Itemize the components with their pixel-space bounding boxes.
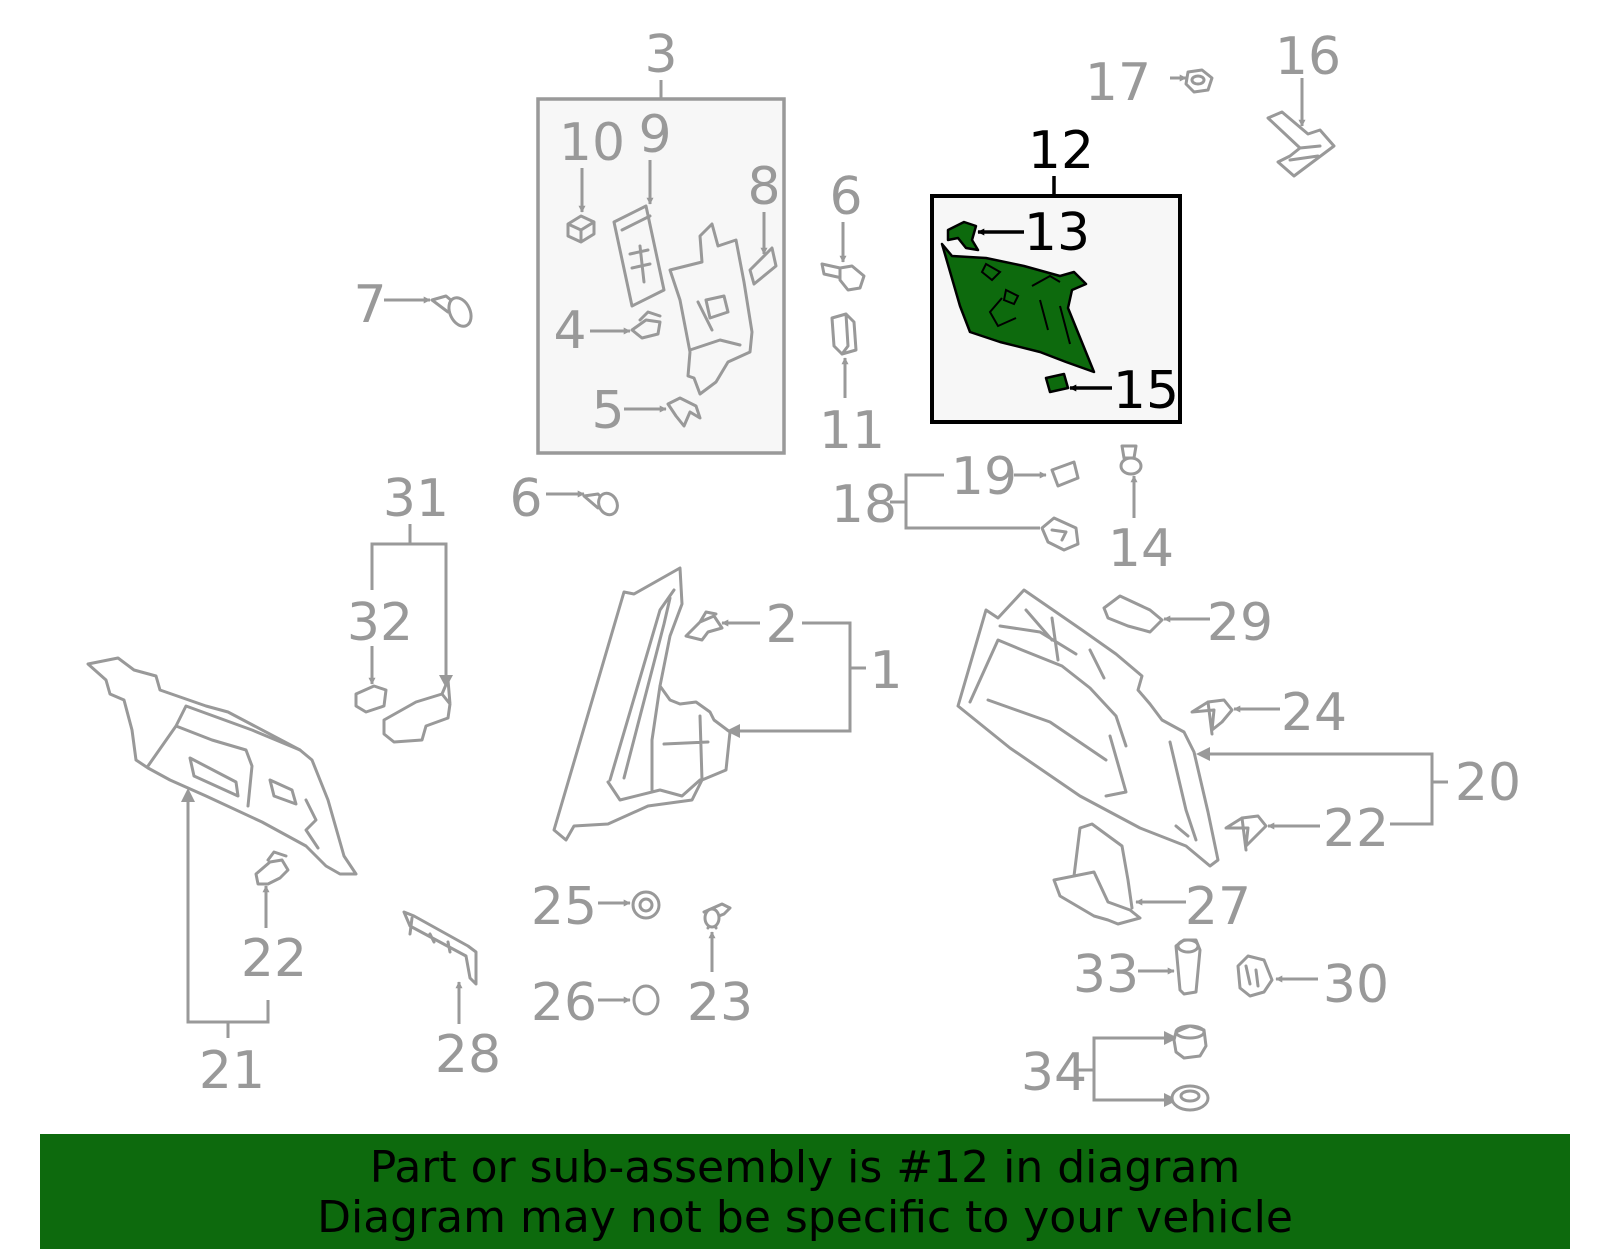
label-5: 5	[591, 381, 624, 441]
part-pillar-trim	[668, 222, 754, 396]
label-29: 29	[1207, 593, 1273, 653]
group-21: 21	[181, 788, 270, 1101]
label-33: 33	[1073, 945, 1139, 1005]
part-22-right-clip: 22	[1224, 799, 1389, 859]
part-21-left-trim	[86, 656, 358, 876]
part-10-clip: 10	[559, 113, 625, 244]
label-26: 26	[531, 973, 597, 1033]
banner-vehicle-disclaimer: Diagram may not be specific to your vehi…	[317, 1192, 1293, 1243]
part-22-left-clip: 22	[241, 850, 307, 989]
label-12: 12	[1028, 121, 1094, 181]
label-13: 13	[1024, 203, 1090, 263]
part-13-clip[interactable]: 13	[946, 203, 1090, 263]
label-27: 27	[1185, 877, 1251, 937]
label-25: 25	[531, 877, 597, 937]
part-34-ring	[1170, 1084, 1210, 1112]
part-1-pillar-trim	[552, 566, 732, 842]
group-31: 31	[370, 469, 453, 688]
label-34: 34	[1021, 1043, 1087, 1103]
part-8-clip: 8	[747, 157, 781, 286]
label-32: 32	[347, 593, 413, 653]
label-6-lower: 6	[509, 469, 542, 529]
label-19: 19	[951, 447, 1017, 507]
part-27-bracket: 27	[1052, 822, 1251, 937]
part-15-clip[interactable]: 15	[1044, 361, 1179, 421]
group-20: 20	[1196, 747, 1521, 826]
part-26-plug: 26	[531, 973, 660, 1033]
label-22-right: 22	[1323, 799, 1389, 859]
label-31: 31	[383, 469, 449, 529]
label-23: 23	[687, 973, 753, 1033]
part-16-bracket: 16	[1266, 27, 1341, 178]
part-19-clip	[1050, 460, 1080, 488]
label-1: 1	[869, 641, 902, 701]
label-9: 9	[638, 105, 671, 165]
label-30: 30	[1323, 955, 1389, 1015]
part-11-nut: 11	[819, 312, 885, 461]
label-24: 24	[1281, 683, 1347, 743]
part-25-grommet: 25	[531, 877, 661, 937]
part-12-quarter-trim[interactable]	[940, 242, 1096, 374]
part-9-panel: 9	[612, 105, 672, 308]
label-10: 10	[559, 113, 625, 173]
part-6-lower-screw: 6	[509, 469, 619, 529]
label-11: 11	[819, 401, 885, 461]
part-29-clip: 29	[1102, 593, 1273, 653]
part-17-nut: 17	[1085, 53, 1214, 113]
group-1: 1	[726, 621, 903, 738]
label-6-top: 6	[829, 167, 862, 227]
part-14-pin: 14	[1108, 444, 1174, 579]
part-7-bolt: 7	[353, 275, 473, 335]
part-23-pin: 23	[687, 902, 753, 1033]
label-18: 18	[831, 475, 897, 535]
part-6-screw: 6	[820, 167, 866, 292]
label-28: 28	[435, 1025, 501, 1085]
label-15: 15	[1113, 361, 1179, 421]
part-2-clip: 2	[684, 595, 799, 655]
part-5-clip: 5	[591, 381, 702, 441]
label-22-left: 22	[241, 929, 307, 989]
label-20: 20	[1455, 753, 1521, 813]
part-33-clip: 33	[1073, 938, 1202, 1005]
label-4: 4	[553, 301, 586, 361]
label-14: 14	[1108, 519, 1174, 579]
label-2: 2	[765, 595, 798, 655]
label-7: 7	[353, 275, 386, 335]
part-30-connector: 30	[1236, 954, 1389, 1015]
part-4-clip: 4	[553, 301, 662, 361]
part-32-clip: 32	[347, 593, 413, 714]
part-34-cap	[1172, 1024, 1208, 1060]
part-20-right-trim	[956, 588, 1220, 868]
part-31-bracket	[382, 678, 452, 744]
group-34: 34	[1021, 1031, 1178, 1107]
group-18: 18 19	[831, 447, 1047, 535]
part-18-grommet	[1040, 516, 1080, 552]
label-17: 17	[1085, 53, 1151, 113]
label-3: 3	[644, 25, 677, 85]
label-8: 8	[747, 157, 780, 217]
banner-part-notice: Part or sub-assembly is #12 in diagram	[369, 1142, 1241, 1193]
notice-banner: Part or sub-assembly is #12 in diagram D…	[40, 1134, 1570, 1249]
label-21: 21	[199, 1041, 265, 1101]
label-16: 16	[1275, 27, 1341, 87]
part-28-strip: 28	[402, 910, 501, 1085]
part-24-clip: 24	[1190, 683, 1347, 743]
